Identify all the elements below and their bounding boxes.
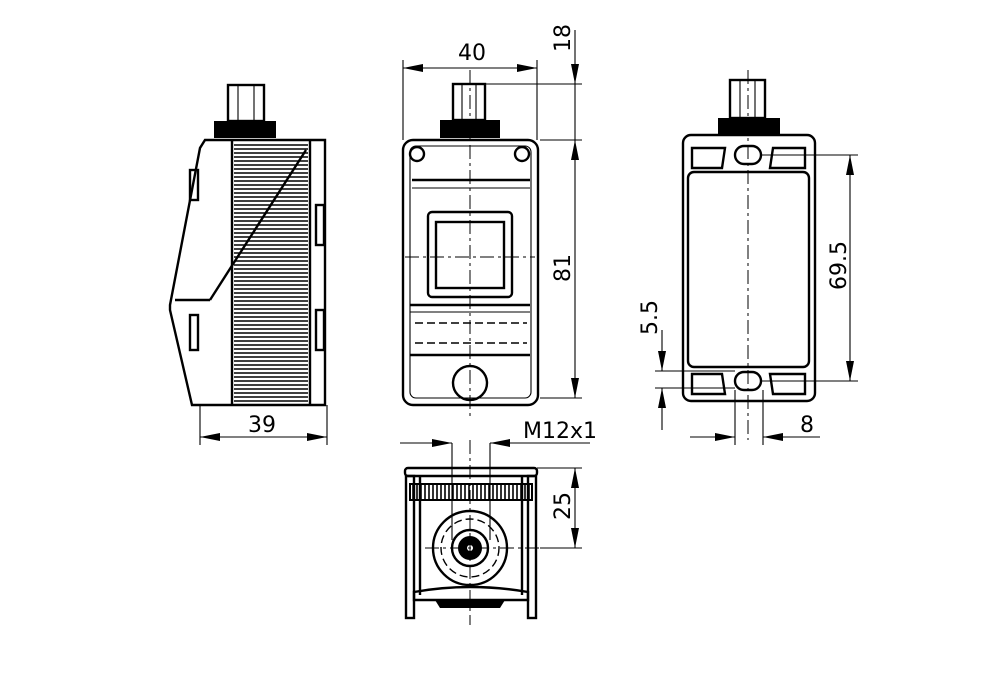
dim-mounting-hole-distance: 69.5 [827,241,852,290]
dim-slot-offset: 8 [800,413,814,438]
dim-slot-width: 5.5 [638,300,663,335]
bottom-view: M12x1 25 [400,419,597,625]
back-view: 69.5 5.5 8 [638,70,858,445]
dim-connector-height: 18 [551,24,576,52]
dim-width-front: 40 [458,41,486,66]
dim-height-front: 81 [551,254,576,282]
front-view: 40 18 81 [401,24,582,420]
dim-thread: M12x1 [523,419,597,444]
dim-depth-side: 39 [248,413,276,438]
dim-connector-offset: 25 [551,492,576,520]
side-view: 39 [168,83,328,445]
